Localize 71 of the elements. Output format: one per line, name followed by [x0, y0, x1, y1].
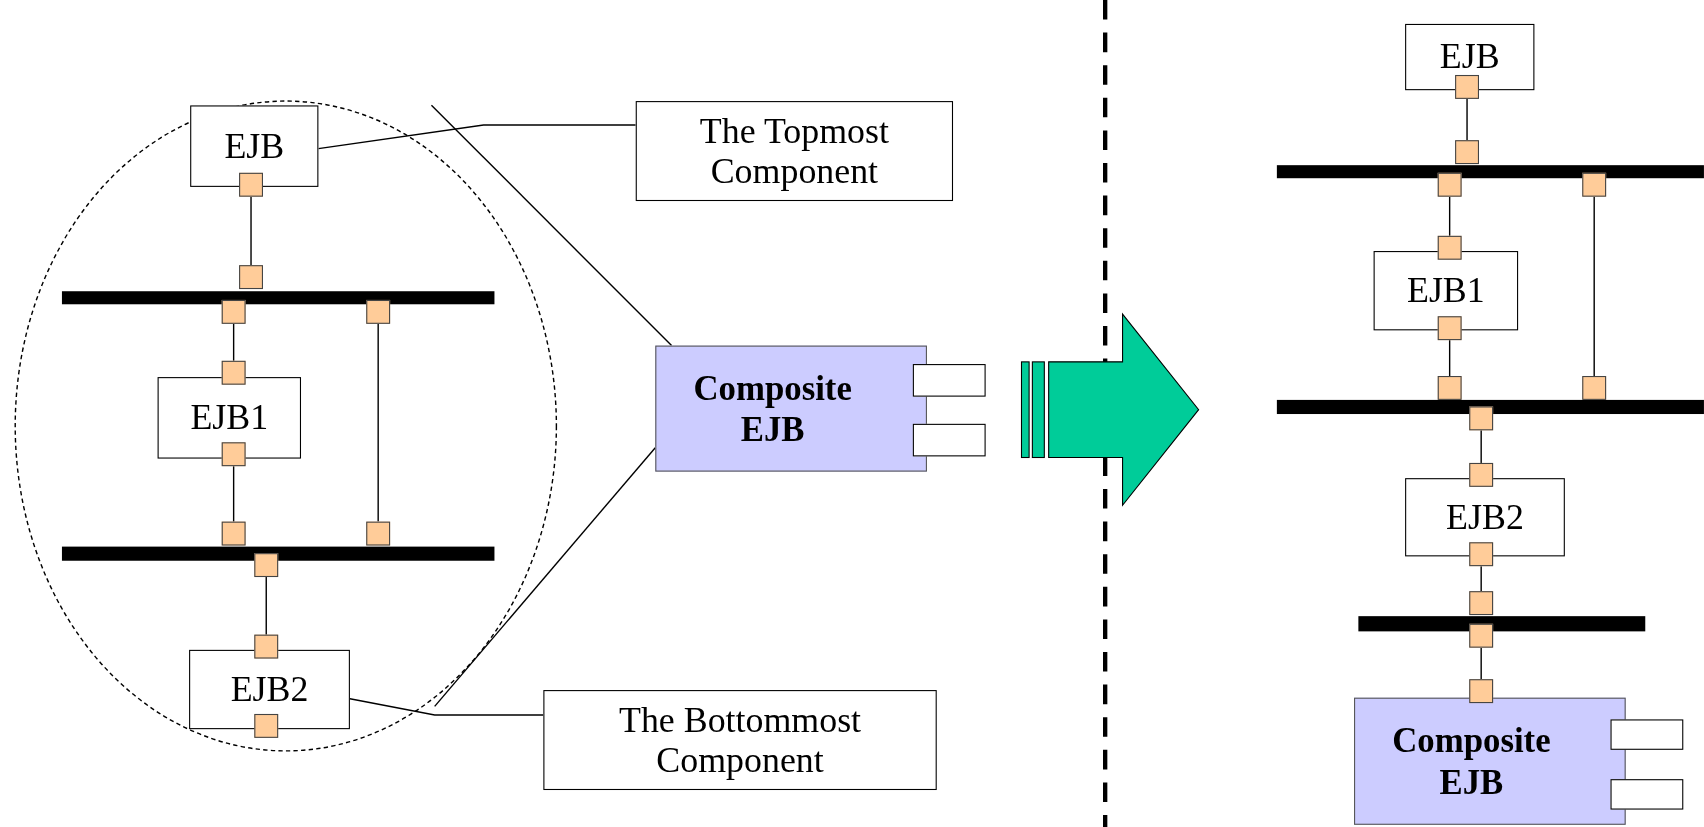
interface-tab: [912, 364, 986, 397]
component-title: Composite EJB: [692, 366, 853, 451]
connector-line: [265, 576, 267, 636]
bus-bar: [1358, 616, 1646, 632]
component-label: EJB1: [190, 398, 269, 438]
leader-line: [349, 698, 545, 716]
connector-line: [377, 323, 379, 523]
port-square: [221, 360, 246, 385]
port-square: [1469, 623, 1494, 648]
dashed-ellipse: [14, 100, 558, 752]
bus-bar: [61, 291, 495, 305]
connector-line: [250, 196, 252, 266]
component-label: The Bottommost Component: [618, 700, 863, 780]
port-square: [1455, 75, 1479, 99]
port-square: [221, 299, 246, 324]
port-square: [1455, 140, 1479, 165]
bus-bar: [61, 546, 495, 561]
port-square: [366, 299, 391, 324]
component-label: EJB: [1439, 37, 1500, 77]
port-square: [1582, 376, 1607, 400]
zoom-line: [430, 104, 673, 347]
port-square: [254, 634, 279, 659]
port-square: [366, 521, 391, 546]
port-square: [1469, 679, 1494, 704]
port-square: [1469, 406, 1494, 431]
port-square: [1437, 172, 1462, 197]
component-label: The Topmost Component: [698, 111, 890, 191]
interface-tab: [1610, 719, 1684, 750]
callout-box: [543, 690, 937, 791]
port-square: [239, 265, 263, 290]
component-box: [157, 377, 301, 459]
bus-bar: [1276, 399, 1704, 415]
connector-line: [1448, 339, 1451, 377]
connector-line: [1480, 429, 1482, 464]
composite-component-box: [655, 345, 927, 472]
component-title: Composite EJB: [1391, 719, 1552, 803]
port-square: [1437, 235, 1462, 260]
component-box: [1405, 478, 1565, 557]
port-square: [1437, 376, 1462, 400]
connector-line: [1480, 565, 1482, 592]
component-box: [1405, 23, 1535, 91]
component-label: EJB1: [1407, 270, 1485, 311]
zoom-line: [433, 446, 656, 708]
interface-tab: [1610, 779, 1684, 810]
component-label: EJB2: [1446, 497, 1524, 537]
port-square: [1437, 316, 1462, 341]
connector-line: [1448, 196, 1451, 237]
connector-line: [1480, 646, 1482, 680]
port-square: [254, 553, 279, 578]
component-box: [1373, 251, 1519, 331]
connector-line: [232, 323, 235, 362]
port-square: [1469, 542, 1494, 567]
port-square: [221, 442, 246, 467]
composite-component-box: [1354, 697, 1626, 825]
component-label: EJB: [224, 126, 285, 166]
connector-line: [1466, 98, 1468, 141]
callout-box: [635, 101, 954, 202]
leader-line: [317, 124, 637, 150]
component-box: [189, 649, 350, 730]
port-square: [1469, 462, 1494, 487]
port-square: [1582, 172, 1607, 197]
component-box: [190, 105, 319, 187]
port-square: [221, 521, 246, 546]
connector-line: [1593, 196, 1595, 377]
interface-tab: [912, 423, 986, 457]
port-square: [1469, 591, 1494, 616]
port-square: [239, 172, 263, 197]
connector-line: [232, 465, 235, 523]
bus-bar: [1276, 165, 1704, 179]
component-label: EJB2: [230, 669, 309, 710]
port-square: [254, 713, 279, 738]
